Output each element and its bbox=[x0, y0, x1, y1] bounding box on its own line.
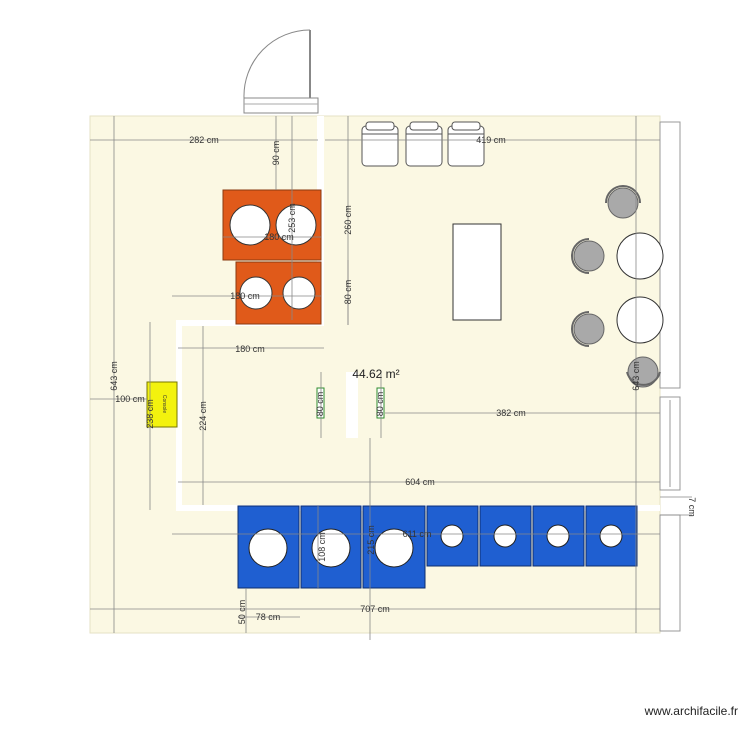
dim-7: 7 cm bbox=[687, 497, 697, 517]
area-label: 44.62 m² bbox=[352, 367, 399, 381]
stool bbox=[571, 311, 605, 347]
blue-unit-circle bbox=[546, 524, 570, 548]
console-box bbox=[146, 381, 178, 428]
stool bbox=[571, 238, 605, 274]
dim-80-left-marker: 80 cm bbox=[315, 392, 325, 417]
dim-707: 707 cm bbox=[360, 604, 390, 614]
dim-643-right: 643 cm bbox=[631, 361, 641, 391]
armchair bbox=[405, 121, 443, 167]
burner bbox=[239, 276, 273, 310]
dim-419: 419 cm bbox=[476, 135, 506, 145]
door-swing bbox=[243, 29, 311, 99]
dim-224: 224 cm bbox=[198, 401, 208, 431]
door-frame bbox=[243, 97, 319, 114]
watermark: www.archifacile.fr bbox=[644, 704, 738, 718]
dim-282: 282 cm bbox=[189, 135, 219, 145]
burner bbox=[275, 204, 317, 246]
dim-611: 611 cm bbox=[403, 529, 432, 539]
dim-238: 238 cm bbox=[145, 399, 155, 429]
dim-90: 90 cm bbox=[271, 141, 281, 166]
dim-180-middle: 180 cm bbox=[230, 291, 260, 301]
armchair bbox=[447, 121, 485, 167]
dim-180-lower: 180 cm bbox=[235, 344, 265, 354]
burner bbox=[229, 204, 271, 246]
dim-382: 382 cm bbox=[496, 408, 526, 418]
marker-right bbox=[376, 387, 385, 419]
burner bbox=[282, 276, 316, 310]
stool bbox=[605, 185, 641, 219]
blue-unit-small bbox=[585, 505, 638, 567]
central-table bbox=[452, 223, 502, 321]
dim-50: 50 cm bbox=[237, 600, 247, 625]
round-table bbox=[616, 296, 664, 344]
dim-80-upper: 80 cm bbox=[343, 280, 353, 305]
blue-unit-circle bbox=[440, 524, 464, 548]
marker-left bbox=[316, 387, 325, 419]
wall-vertical-left bbox=[176, 320, 182, 510]
dim-604: 604 cm bbox=[405, 477, 435, 487]
armchair bbox=[361, 121, 399, 167]
dim-215: 215 cm bbox=[366, 525, 376, 555]
dim-253: 253 cm bbox=[287, 203, 297, 233]
dim-180-upper: 180 cm bbox=[264, 232, 294, 242]
dim-80-right-marker: 80 cm bbox=[375, 392, 385, 417]
blue-unit-circle bbox=[311, 528, 351, 568]
dim-260: 260 cm bbox=[343, 205, 353, 235]
right-wall-lower bbox=[659, 514, 681, 632]
console-label: Console bbox=[161, 395, 167, 414]
dim-643-left: 643 cm bbox=[109, 361, 119, 391]
blue-unit-circle bbox=[374, 528, 414, 568]
dim-78: 78 cm bbox=[256, 612, 281, 622]
round-table bbox=[616, 232, 664, 280]
dim-108: 108 cm bbox=[317, 532, 327, 562]
blue-unit-circle bbox=[248, 528, 288, 568]
dim-100: 100 cm bbox=[115, 394, 145, 404]
stool bbox=[626, 356, 661, 388]
blue-unit-circle bbox=[599, 524, 623, 548]
wall-partition bbox=[346, 372, 358, 438]
blue-unit-circle bbox=[493, 524, 517, 548]
